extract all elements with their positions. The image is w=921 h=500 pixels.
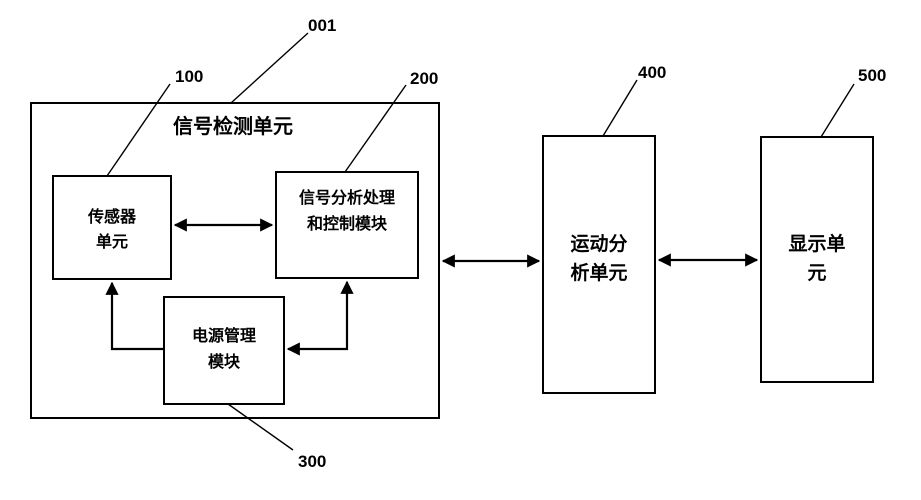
ref-200: 200 (410, 69, 438, 88)
leader-200 (344, 84, 407, 173)
power-management-module-label-line1: 电源管理 (192, 326, 256, 345)
ref-100: 100 (175, 67, 203, 86)
leader-400 (602, 79, 638, 137)
motion-analysis-unit-box (542, 135, 656, 394)
motion-analysis-unit-label-line2: 析单元 (570, 261, 627, 284)
arrow-power-to-processing (286, 280, 354, 356)
leader-100 (106, 83, 171, 177)
ref-001: 001 (308, 16, 336, 35)
signal-detection-unit-title: 信号检测单元 (173, 114, 293, 138)
leader-001 (230, 32, 309, 104)
ref-300: 300 (298, 452, 326, 471)
signal-processing-module-box (275, 171, 419, 279)
power-management-module-box (163, 296, 285, 405)
sensor-unit-label-line2: 单元 (96, 232, 128, 251)
ref-400: 400 (638, 63, 666, 82)
leader-300 (227, 403, 294, 451)
sensor-unit-label-line1: 传感器 (87, 207, 137, 226)
sensor-unit-box (52, 175, 172, 280)
display-unit-label-line2: 元 (807, 262, 826, 284)
power-management-module-label-line2: 模块 (208, 352, 241, 371)
arrow-power-to-sensor (105, 281, 164, 351)
signal-processing-module-label-line2: 和控制模块 (307, 214, 388, 233)
signal-processing-module-label-line1: 信号分析处理 (299, 188, 395, 207)
ref-500: 500 (858, 66, 886, 85)
display-unit-label-line1: 显示单 (788, 232, 845, 255)
leader-500 (820, 83, 855, 138)
motion-analysis-unit-label-line1: 运动分 (570, 233, 627, 255)
display-unit-box (760, 136, 874, 383)
